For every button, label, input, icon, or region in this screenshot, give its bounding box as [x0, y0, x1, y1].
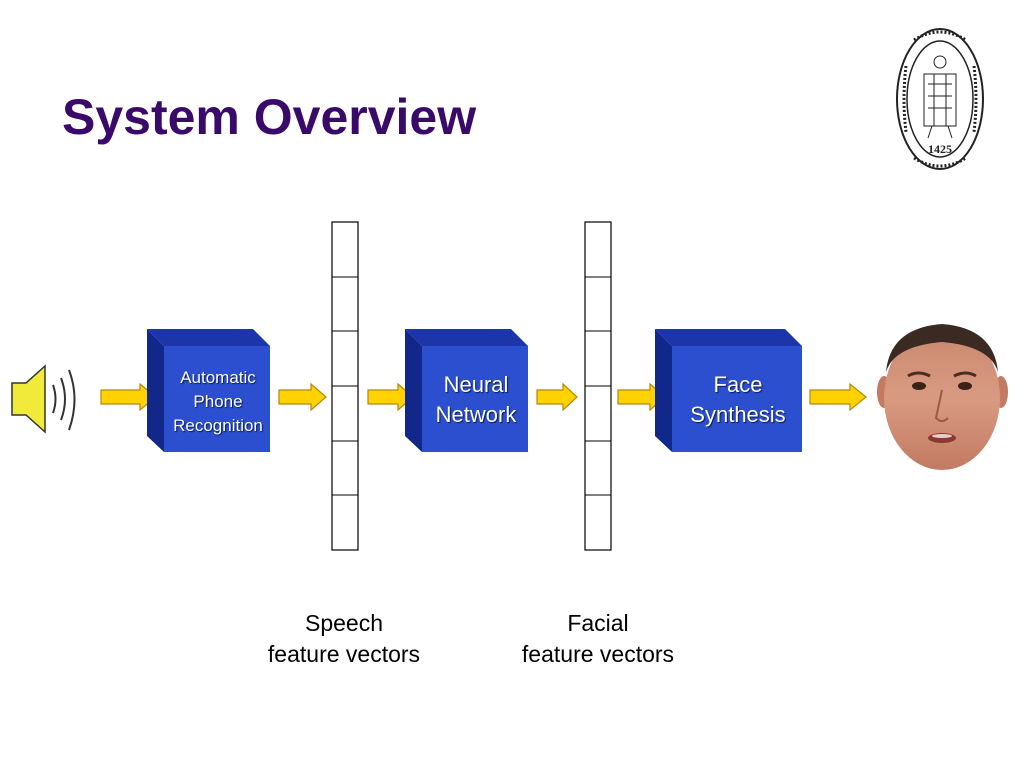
apr-label-line: Phone: [193, 392, 243, 411]
speaker-icon: [11, 364, 76, 434]
speech-feature-vector: [331, 221, 359, 551]
speech-caption-line: Speech: [304, 610, 383, 636]
speech-caption-line: feature vectors: [267, 641, 421, 667]
nn-label-line: Network: [435, 402, 517, 427]
nn-label-line: Neural: [443, 372, 509, 397]
synthesized-face-icon: [877, 324, 1008, 470]
fs-label: Face Synthesis: [672, 370, 804, 430]
facial-caption: Facial feature vectors: [498, 608, 698, 670]
apr-label-line: Automatic: [180, 368, 256, 387]
facial-feature-vector: [584, 221, 612, 551]
fs-label-line: Synthesis: [690, 402, 786, 427]
arrow-icon: [278, 382, 327, 412]
nn-label: Neural Network: [422, 370, 530, 430]
fs-label-line: Face: [713, 372, 763, 397]
fs-block: [655, 329, 802, 452]
facial-caption-line: Facial: [567, 610, 629, 636]
apr-label-line: Recognition: [173, 416, 263, 435]
facial-caption-line: feature vectors: [521, 641, 675, 667]
slide-title: System Overview: [62, 89, 477, 145]
university-seal-icon: 1425: [896, 28, 984, 170]
arrow-icon: [536, 382, 578, 412]
speech-caption: Speech feature vectors: [244, 608, 444, 670]
nn-block: [405, 329, 528, 452]
apr-block: [147, 329, 270, 452]
apr-label: Automatic Phone Recognition: [162, 366, 274, 438]
arrow-icon: [809, 382, 867, 412]
seal-year: 1425: [928, 142, 952, 156]
